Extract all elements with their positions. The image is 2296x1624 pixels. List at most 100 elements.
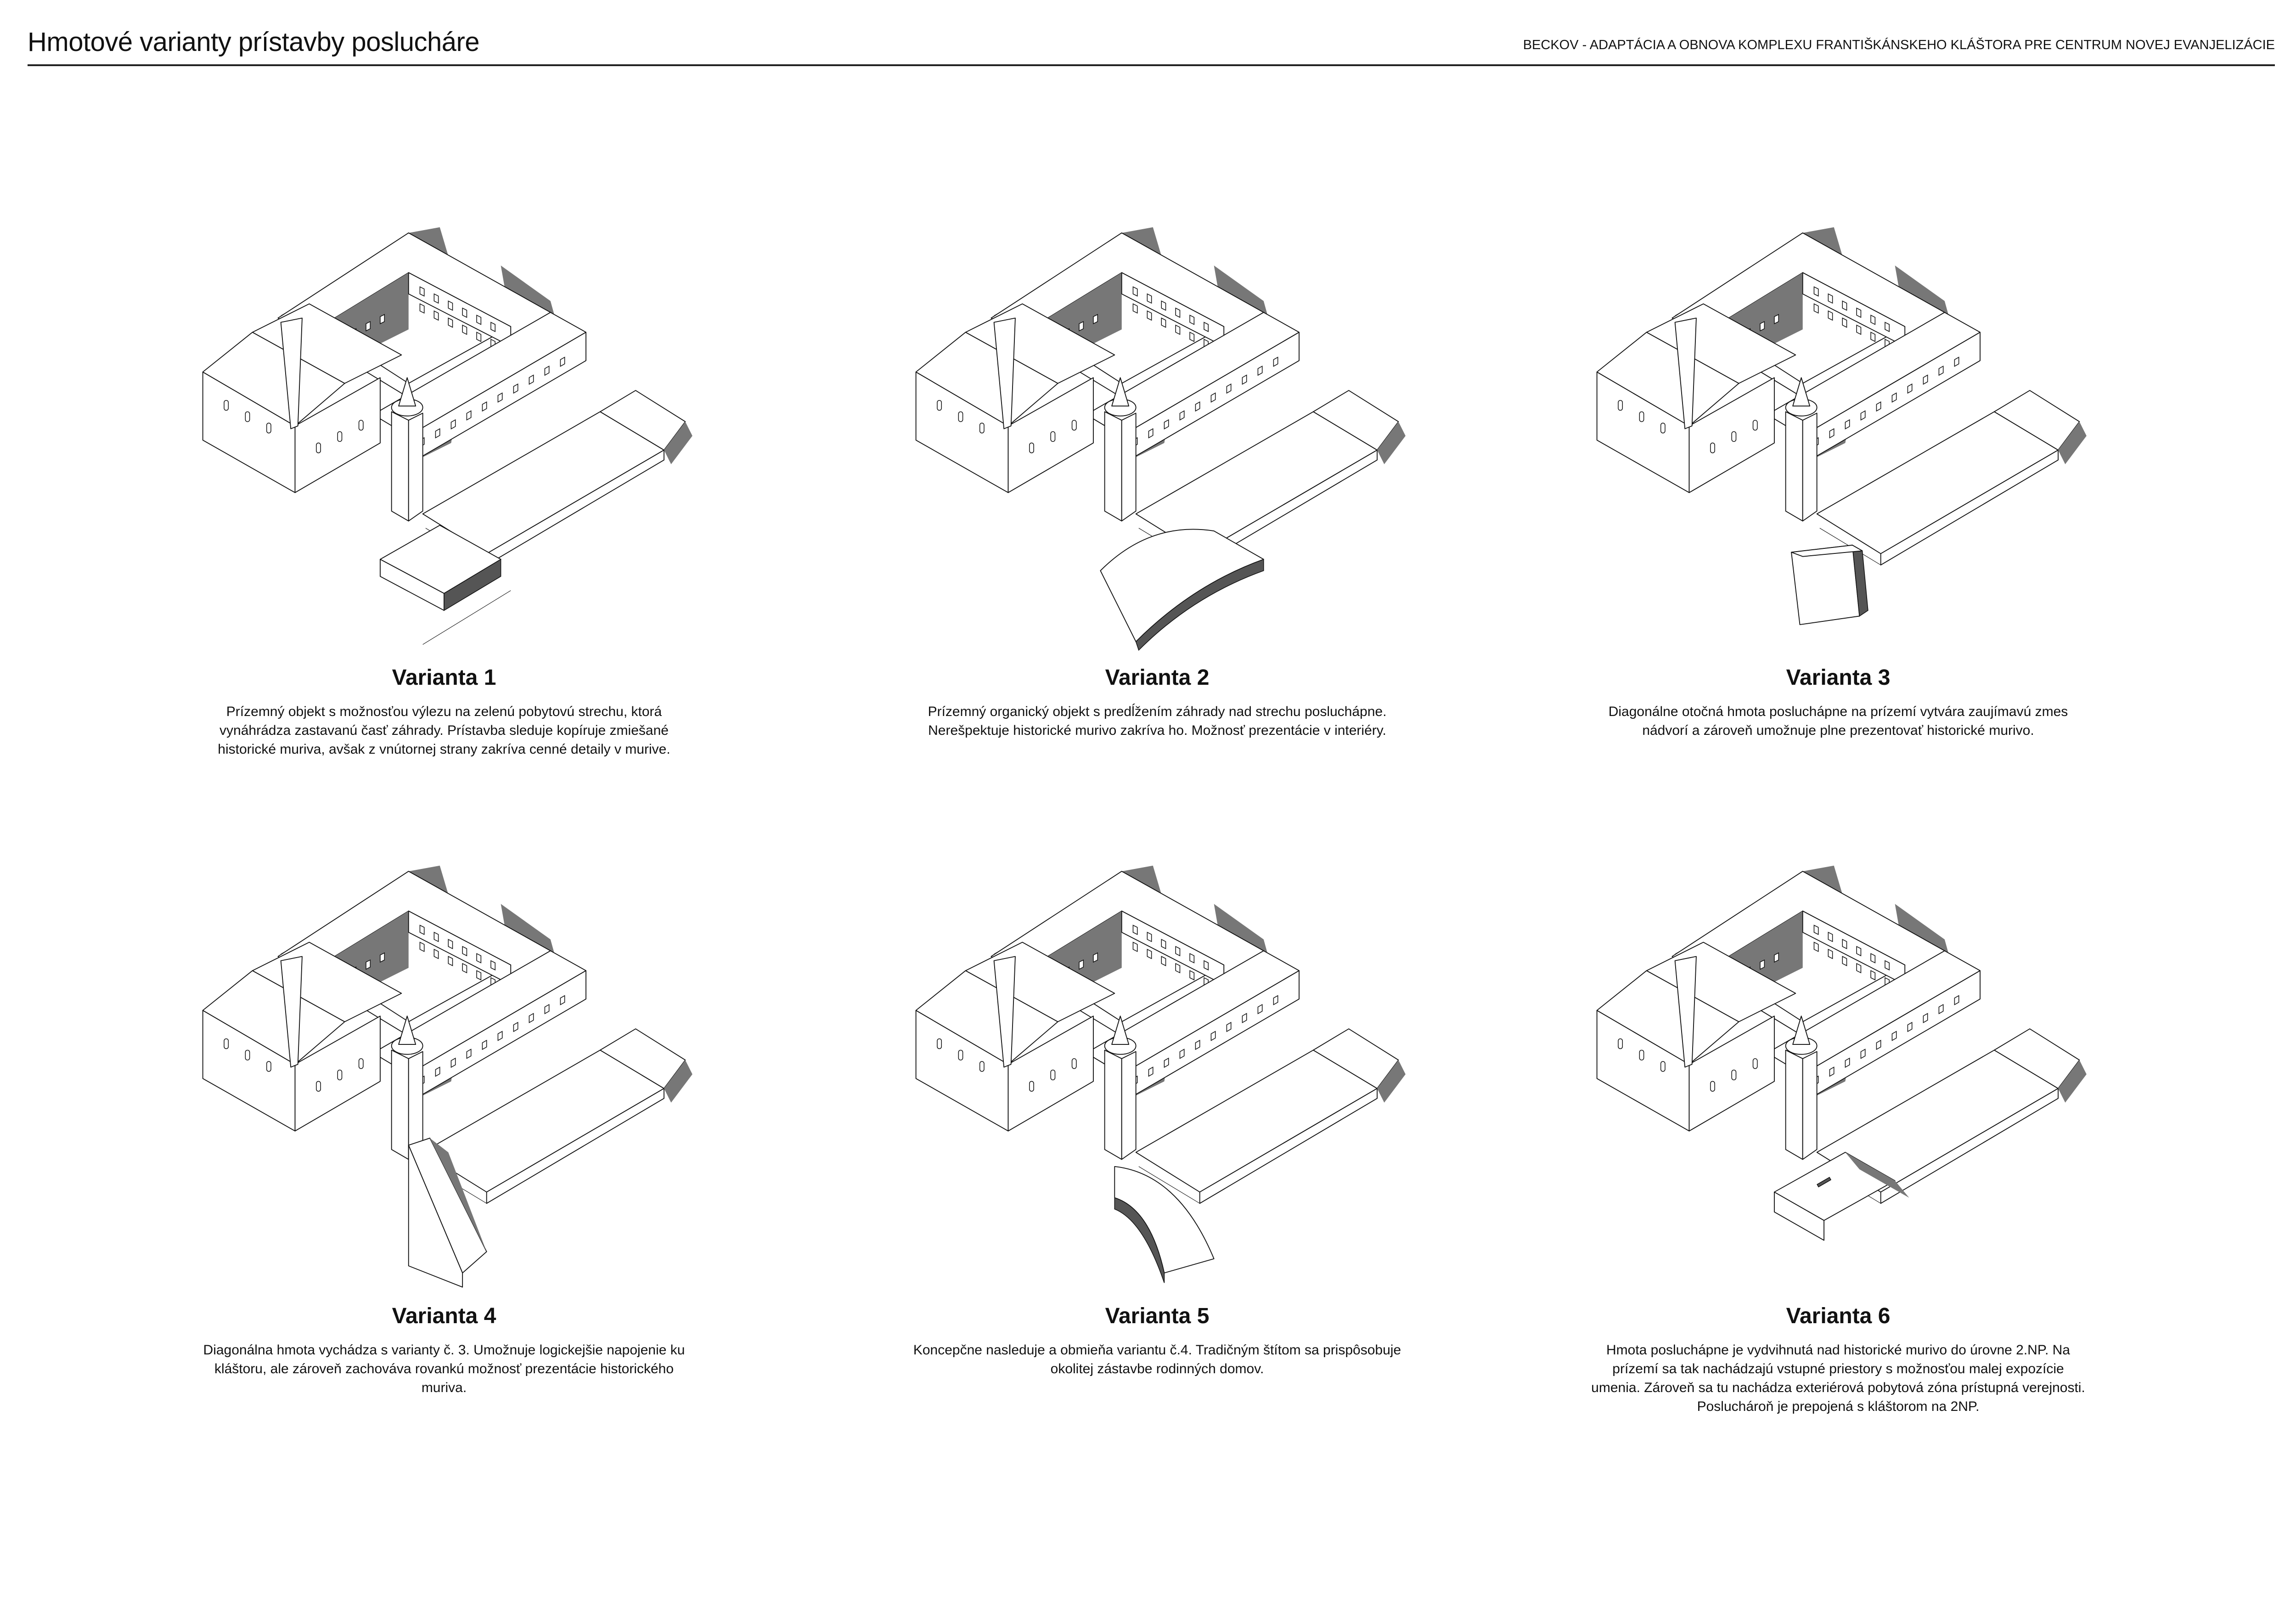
annex-roof — [1313, 390, 1399, 451]
courtyard-window — [448, 300, 453, 311]
east-wing-window — [1938, 365, 1944, 376]
east-wing-window — [544, 365, 550, 376]
tower-front — [1104, 1049, 1122, 1160]
church-window — [1752, 420, 1758, 431]
courtyard-window — [1870, 953, 1876, 964]
courtyard-window — [1204, 960, 1209, 971]
courtyard-window — [1856, 946, 1862, 957]
tower-spire — [1792, 1015, 1811, 1045]
church-window — [1639, 1049, 1644, 1060]
church-buttress — [993, 956, 1016, 1068]
church-window — [1050, 1069, 1056, 1081]
courtyard-window — [1175, 307, 1181, 318]
courtyard-window — [1885, 321, 1890, 333]
courtyard-window — [1842, 939, 1847, 949]
east-wing-window — [435, 428, 440, 439]
courtyard-window — [1189, 332, 1195, 342]
tower-side — [1121, 412, 1137, 522]
east-wing-window — [1273, 356, 1278, 367]
courtyard-window — [1132, 942, 1138, 952]
east-wing-window — [560, 356, 565, 367]
courtyard-window — [1079, 321, 1084, 332]
east-wing-window — [1938, 1004, 1944, 1015]
variant-6-shadow — [1845, 1152, 1909, 1198]
courtyard-window — [1842, 956, 1847, 966]
courtyard-window — [1175, 324, 1181, 335]
church-window — [979, 423, 985, 434]
courtyard-window — [1175, 963, 1181, 974]
east-wing-window — [544, 1004, 550, 1015]
courtyard-window — [1093, 952, 1098, 963]
east-wing-window — [1891, 392, 1897, 403]
east-wing-window — [482, 1039, 487, 1050]
courtyard-window — [1774, 314, 1779, 325]
courtyard-window — [1161, 317, 1166, 328]
church-window — [358, 420, 364, 431]
church-window — [1029, 1081, 1034, 1092]
tower-spire — [398, 1015, 416, 1045]
church-buttress — [1674, 317, 1697, 429]
church-window — [337, 431, 343, 442]
east-wing-window — [1257, 1004, 1263, 1015]
courtyard-window — [419, 303, 425, 314]
east-wing-window — [1195, 1039, 1200, 1050]
tower-front — [1785, 411, 1803, 522]
courtyard-window — [1161, 939, 1166, 949]
courtyard-window — [1828, 948, 1833, 959]
courtyard-window — [1132, 925, 1138, 935]
header-divider — [28, 64, 2275, 66]
east-wing-window — [1860, 410, 1866, 421]
east-wing-window — [1829, 428, 1835, 439]
tower-front — [1104, 411, 1122, 522]
garden-wall — [1880, 1088, 2059, 1204]
courtyard-window — [380, 952, 385, 963]
courtyard-window — [476, 315, 482, 325]
east-wing-window — [1923, 374, 1928, 385]
annex-roof — [1313, 1028, 1399, 1089]
east-wing-window — [450, 419, 456, 430]
variant-heading: Varianta 5 — [1105, 1304, 1210, 1328]
courtyard-window — [1870, 315, 1876, 325]
variant-heading: Varianta 3 — [1786, 665, 1891, 690]
courtyard-window — [1856, 307, 1862, 318]
east-wing-window — [1164, 1057, 1169, 1068]
courtyard-window — [1132, 286, 1138, 297]
church-buttress — [1674, 956, 1697, 1068]
courtyard-window — [433, 310, 439, 321]
church-window — [1639, 411, 1644, 422]
east-wing-window — [1845, 419, 1850, 430]
church-window — [266, 1061, 271, 1072]
east-wing-window — [1210, 392, 1216, 403]
courtyard-window — [1132, 303, 1138, 314]
courtyard-window — [1828, 310, 1833, 321]
annex-shadow — [2058, 422, 2087, 464]
variant-4-shadow — [430, 1138, 487, 1252]
courtyard-window — [1147, 948, 1152, 959]
tower-spire — [1111, 1015, 1130, 1045]
variant-description: Prízemný organický objekt s predĺžením z… — [928, 704, 1387, 738]
church-window — [1618, 400, 1623, 411]
axonometric-drawing — [1596, 865, 2087, 1241]
church-window — [937, 400, 942, 411]
variant-2-edge — [1135, 558, 1264, 651]
east-wing-window — [1907, 1021, 1913, 1032]
east-wing-window — [1845, 1057, 1850, 1068]
east-wing-window — [482, 401, 487, 412]
courtyard-window — [1774, 952, 1779, 963]
tower-side — [1121, 1051, 1137, 1160]
church-window — [1752, 1058, 1758, 1069]
courtyard-window — [1161, 300, 1166, 311]
courtyard-window — [433, 948, 439, 959]
courtyard-window — [419, 286, 425, 297]
courtyard-window — [462, 946, 467, 957]
church-buttress — [280, 956, 303, 1068]
courtyard-window — [366, 321, 371, 332]
annex-shadow — [1377, 422, 1406, 464]
church-window — [245, 1049, 250, 1060]
annex-shadow — [1377, 1060, 1406, 1103]
courtyard-window — [1842, 300, 1847, 311]
east-wing-window — [1148, 1066, 1154, 1077]
tower-spire — [1111, 377, 1130, 407]
